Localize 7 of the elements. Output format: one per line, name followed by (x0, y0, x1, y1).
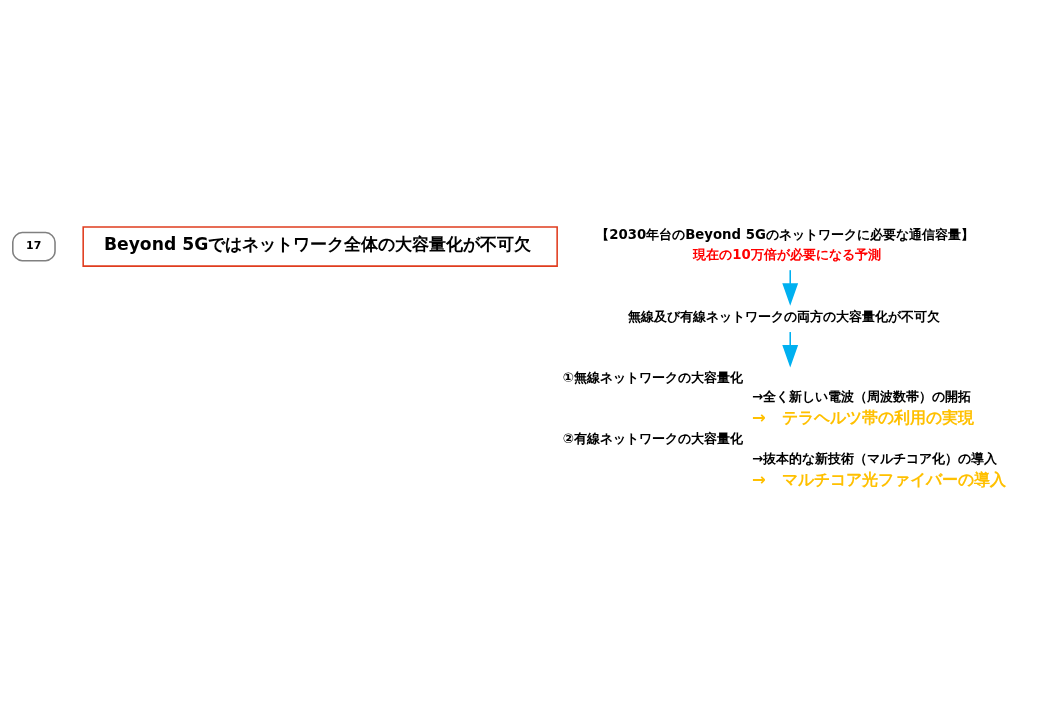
node-box: 17 (12, 231, 56, 262)
node-text: ①無線ネットワークの大容量化 →全く新しい電波（周波数帯）の開拓 → テラヘルツ帯の利用の実現 ②有線ネットワークの大容量化 →抜本的な新技術（マルチコア化）の導入 → マルチコア光ファイバーの導入 (562, 369, 1006, 489)
arrow (782, 331, 799, 368)
node-text: 無線及び有線ネットワークの両方の大容量化が不可欠 (627, 308, 940, 324)
arrow (782, 269, 799, 306)
node-box: Beyond 5Gではネットワーク全体の大容量化が不可欠 (82, 226, 558, 267)
node-text: 【2030年台のBeyond 5Gのネットワークに必要な通信容量】 現在の10万倍が必要になる予測 (596, 227, 974, 262)
